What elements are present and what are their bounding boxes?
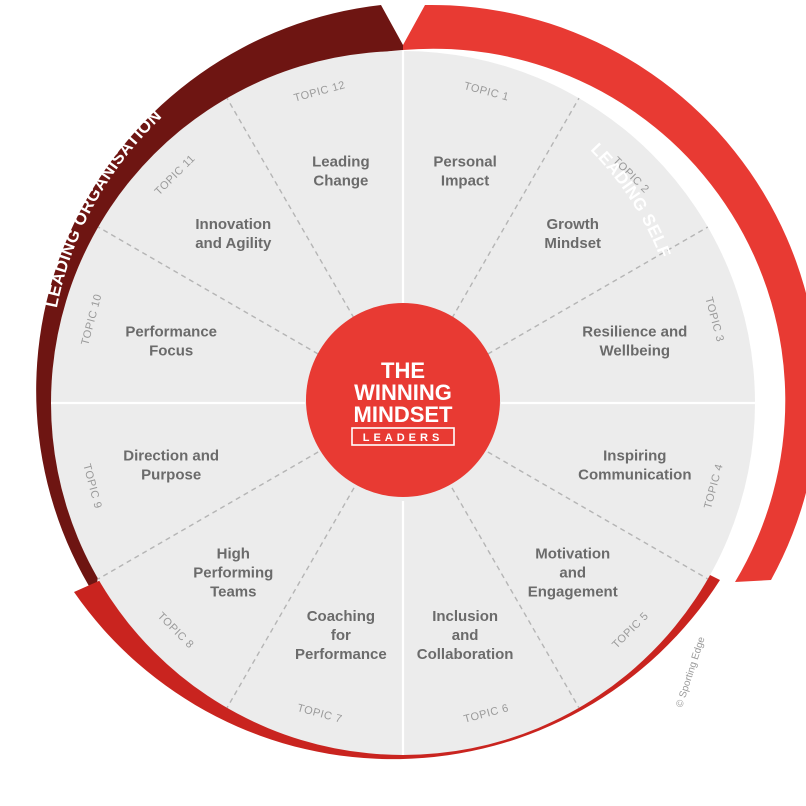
divider-line (487, 451, 709, 580)
topic-title-line: Teams (210, 584, 256, 601)
topic-title-line: Personal (433, 154, 496, 171)
divider-line (451, 97, 580, 319)
topic-dividers (51, 51, 755, 755)
center-line-3: MINDSET (354, 402, 454, 427)
topic-title-line: Direction and (123, 448, 219, 465)
topic-title-line: for (331, 627, 351, 644)
topic-title-line: Inclusion (432, 608, 498, 625)
topic-title-line: Purpose (141, 467, 201, 484)
topic-title-line: Leading (312, 154, 370, 171)
topic-title-line: Growth (546, 216, 599, 233)
topic-title-line: Performing (193, 565, 273, 582)
center-badge-text: LEADERS (363, 432, 444, 444)
topic-title-line: Communication (578, 467, 691, 484)
topic-title: Innovation and Agility (195, 216, 272, 252)
center-line-2: WINNING (354, 380, 452, 405)
topic-title-line: Change (313, 173, 368, 190)
center-circle (306, 303, 500, 497)
divider-line (97, 226, 319, 355)
divider-line (226, 97, 355, 319)
divider-line (97, 451, 319, 580)
divider-line (451, 487, 580, 709)
topic-title-line: Mindset (544, 235, 601, 252)
topic-title-line: Inspiring (603, 448, 666, 465)
center-line-1: THE (381, 358, 425, 383)
topic-title-line: and (452, 627, 479, 644)
divider-line (487, 226, 709, 355)
divider-line (226, 487, 355, 709)
copyright-text: © Sporting Edge (674, 635, 707, 709)
topic-title-line: and Agility (195, 235, 272, 252)
ring-leading-self (403, 4, 806, 582)
center-badge-box (351, 427, 455, 446)
center-logo: THE WINNING MINDSET LEADERS (306, 303, 500, 497)
ring-leading-organisation (36, 5, 403, 596)
topic-title-line: Collaboration (417, 646, 514, 663)
topic-title-line: and (559, 565, 586, 582)
topic-title-line: Engagement (528, 584, 618, 601)
topic-title-line: Innovation (195, 216, 271, 233)
topic-title-line: Wellbeing (600, 342, 671, 359)
topic-title-line: Motivation (535, 546, 610, 563)
topic-title-line: Impact (441, 173, 489, 190)
topic-title-line: Performance (125, 323, 217, 340)
ring-label-leading-others: LEADING OTHERS (323, 758, 483, 785)
topic-title-line: High (217, 546, 250, 563)
topic-title-line: Focus (149, 342, 193, 359)
topic-title-line: Coaching (307, 608, 375, 625)
topic-title-line: Performance (295, 646, 387, 663)
topic-title-line: Resilience and (582, 323, 687, 340)
